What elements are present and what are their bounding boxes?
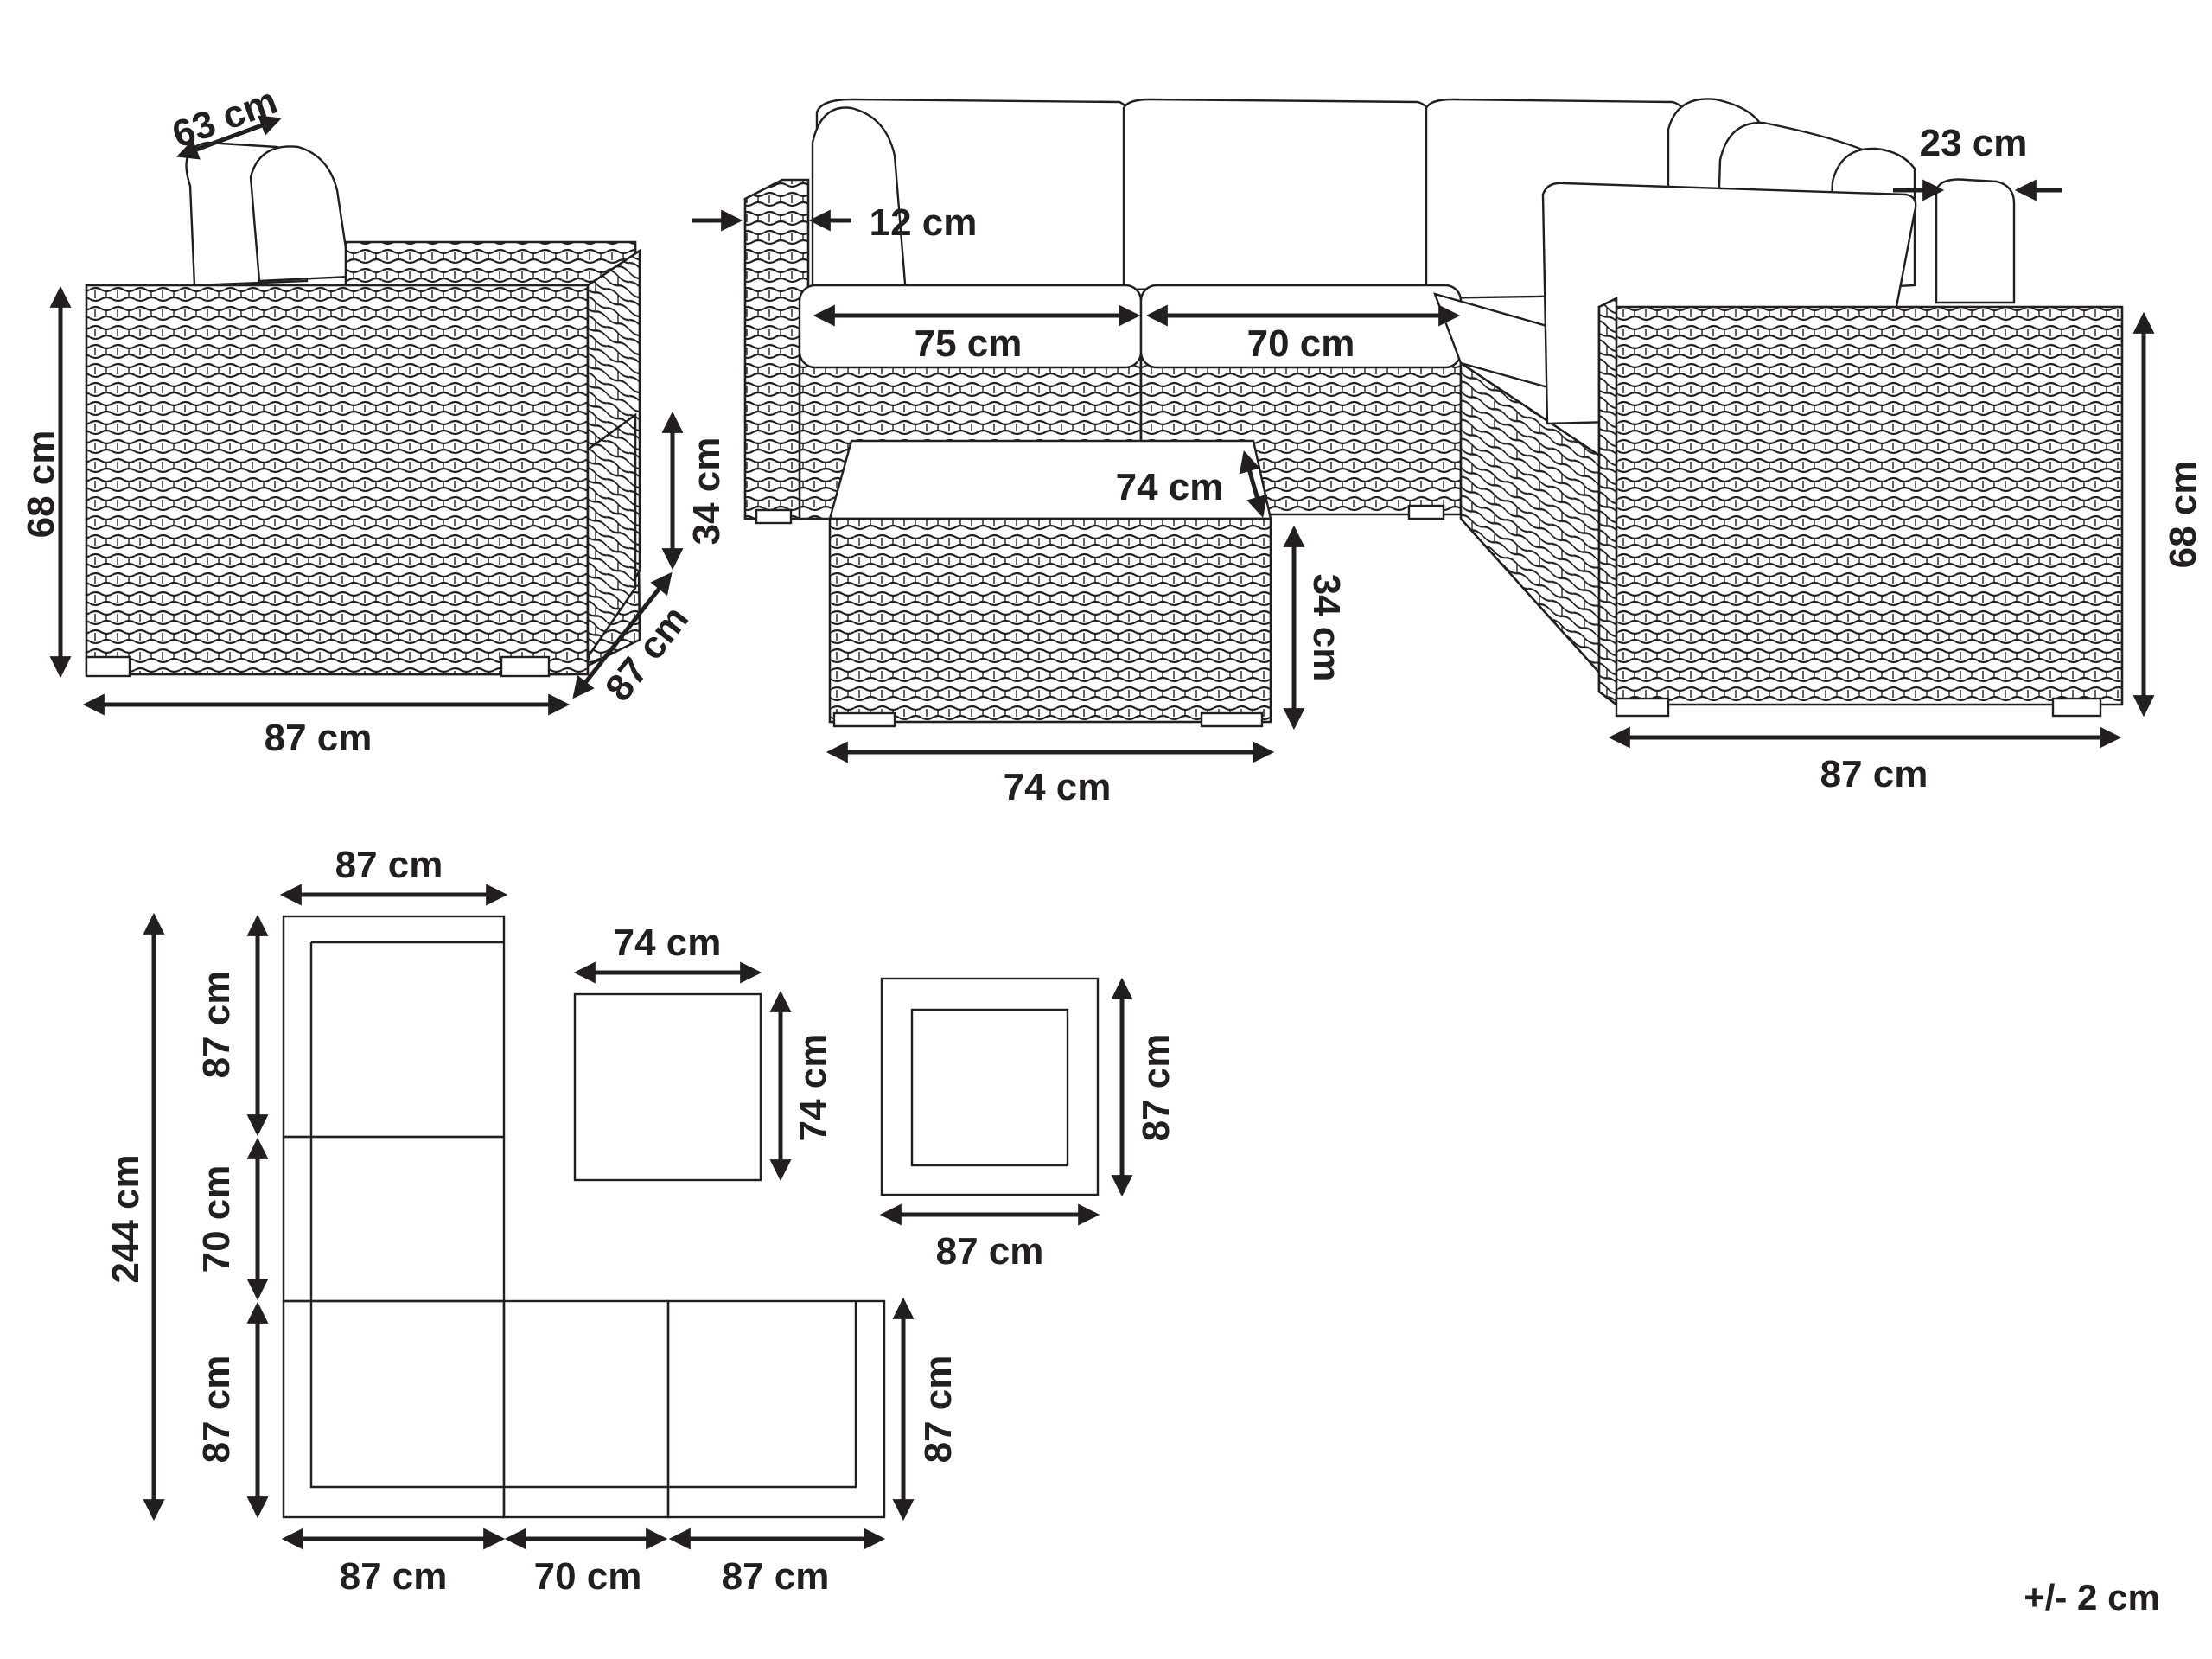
armchair-drawing [85, 141, 641, 678]
sofa-dimensions [692, 179, 2155, 763]
coffee-table-drawing [828, 439, 1272, 728]
label-plan-top-width: 87 cm [335, 844, 443, 886]
label-plan-seg-b: 70 cm [195, 1165, 238, 1273]
plan-table [573, 992, 762, 1182]
plan-module-bottom-middle [502, 1299, 670, 1519]
plan-module-middle [282, 1135, 506, 1303]
label-seat-middle: 70 cm [1247, 322, 1355, 365]
plan-module-top [282, 915, 506, 1139]
label-chair-height: 68 cm [20, 431, 62, 539]
label-arm-width: 12 cm [870, 201, 978, 244]
label-plan-total: 244 cm [105, 1154, 147, 1283]
label-table-width: 74 cm [1004, 766, 1112, 808]
plan-view-drawing [282, 915, 1100, 1519]
label-table-depth: 74 cm [1116, 466, 1224, 508]
label-pillow: 23 cm [1920, 122, 2028, 164]
label-plan-table-width: 74 cm [614, 922, 722, 964]
label-plan-chair-width: 87 cm [936, 1230, 1044, 1273]
dim-line-cushion-depth [176, 115, 282, 160]
plan-chair [880, 977, 1100, 1196]
plan-labels: 87 cm 244 cm 87 cm 70 cm 87 cm 87 cm 87 … [105, 844, 1177, 1598]
label-table-height: 34 cm [1305, 574, 1348, 682]
plan-module-corner [282, 1299, 506, 1519]
label-end-width: 87 cm [1820, 753, 1928, 795]
label-plan-bottom-a: 87 cm [340, 1555, 448, 1598]
tolerance-note: +/- 2 cm [2024, 1577, 2160, 1618]
label-end-height: 68 cm [2162, 461, 2204, 569]
label-plan-bottom-b: 70 cm [534, 1555, 642, 1598]
plan-dimensions [143, 884, 1133, 1550]
label-plan-seg-a: 87 cm [195, 971, 238, 1079]
armchair-dimensions [49, 115, 684, 716]
dim-line-table-depth [1239, 450, 1268, 519]
sofa-labels: 12 cm 75 cm 70 cm 23 cm 68 cm 87 cm 74 c… [870, 122, 2204, 808]
label-plan-chair-depth: 87 cm [1135, 1034, 1177, 1142]
label-plan-row-depth: 87 cm [917, 1356, 959, 1464]
label-plan-bottom-c: 87 cm [722, 1555, 830, 1598]
label-seat-left: 75 cm [915, 322, 1023, 365]
label-plan-table-depth: 74 cm [792, 1034, 834, 1142]
dim-line-chair-depth [572, 571, 673, 699]
plan-module-bottom-end [666, 1299, 886, 1519]
label-plan-seg-c: 87 cm [195, 1356, 238, 1464]
label-seat-height: 34 cm [685, 437, 728, 546]
label-chair-width: 87 cm [265, 717, 373, 759]
